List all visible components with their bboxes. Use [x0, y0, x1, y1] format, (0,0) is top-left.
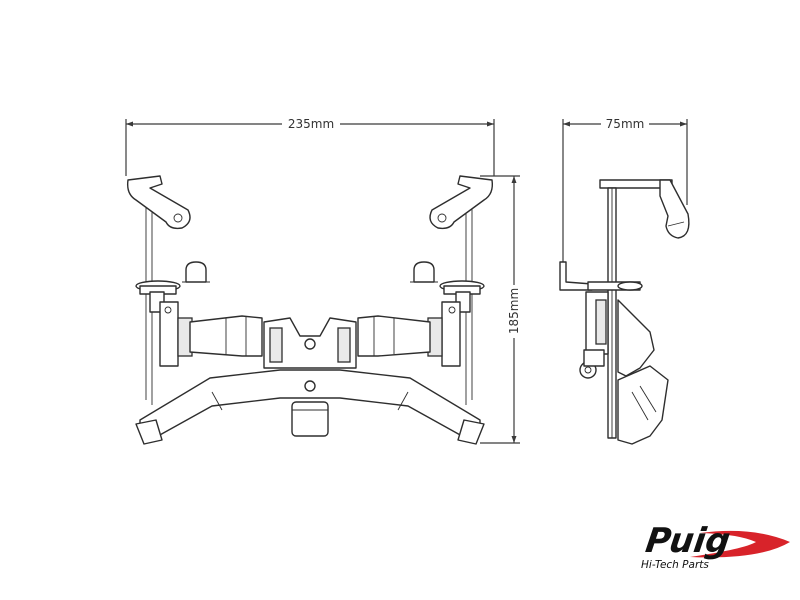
depth-dimension: 75mm — [562, 117, 688, 268]
logo-brand: Puig — [643, 521, 732, 561]
depth-dimension-label: 75mm — [606, 117, 645, 131]
height-dimension: 185mm — [480, 175, 521, 444]
puig-logo: Puig Hi-Tech Parts — [641, 521, 790, 571]
width-dimension: 235mm — [125, 117, 495, 176]
width-dimension-label: 235mm — [288, 117, 334, 131]
front-view — [126, 175, 494, 445]
logo-tagline: Hi-Tech Parts — [641, 559, 709, 571]
side-view — [559, 179, 690, 445]
logo-swoosh — [690, 530, 790, 558]
height-dimension-label: 185mm — [507, 288, 521, 334]
